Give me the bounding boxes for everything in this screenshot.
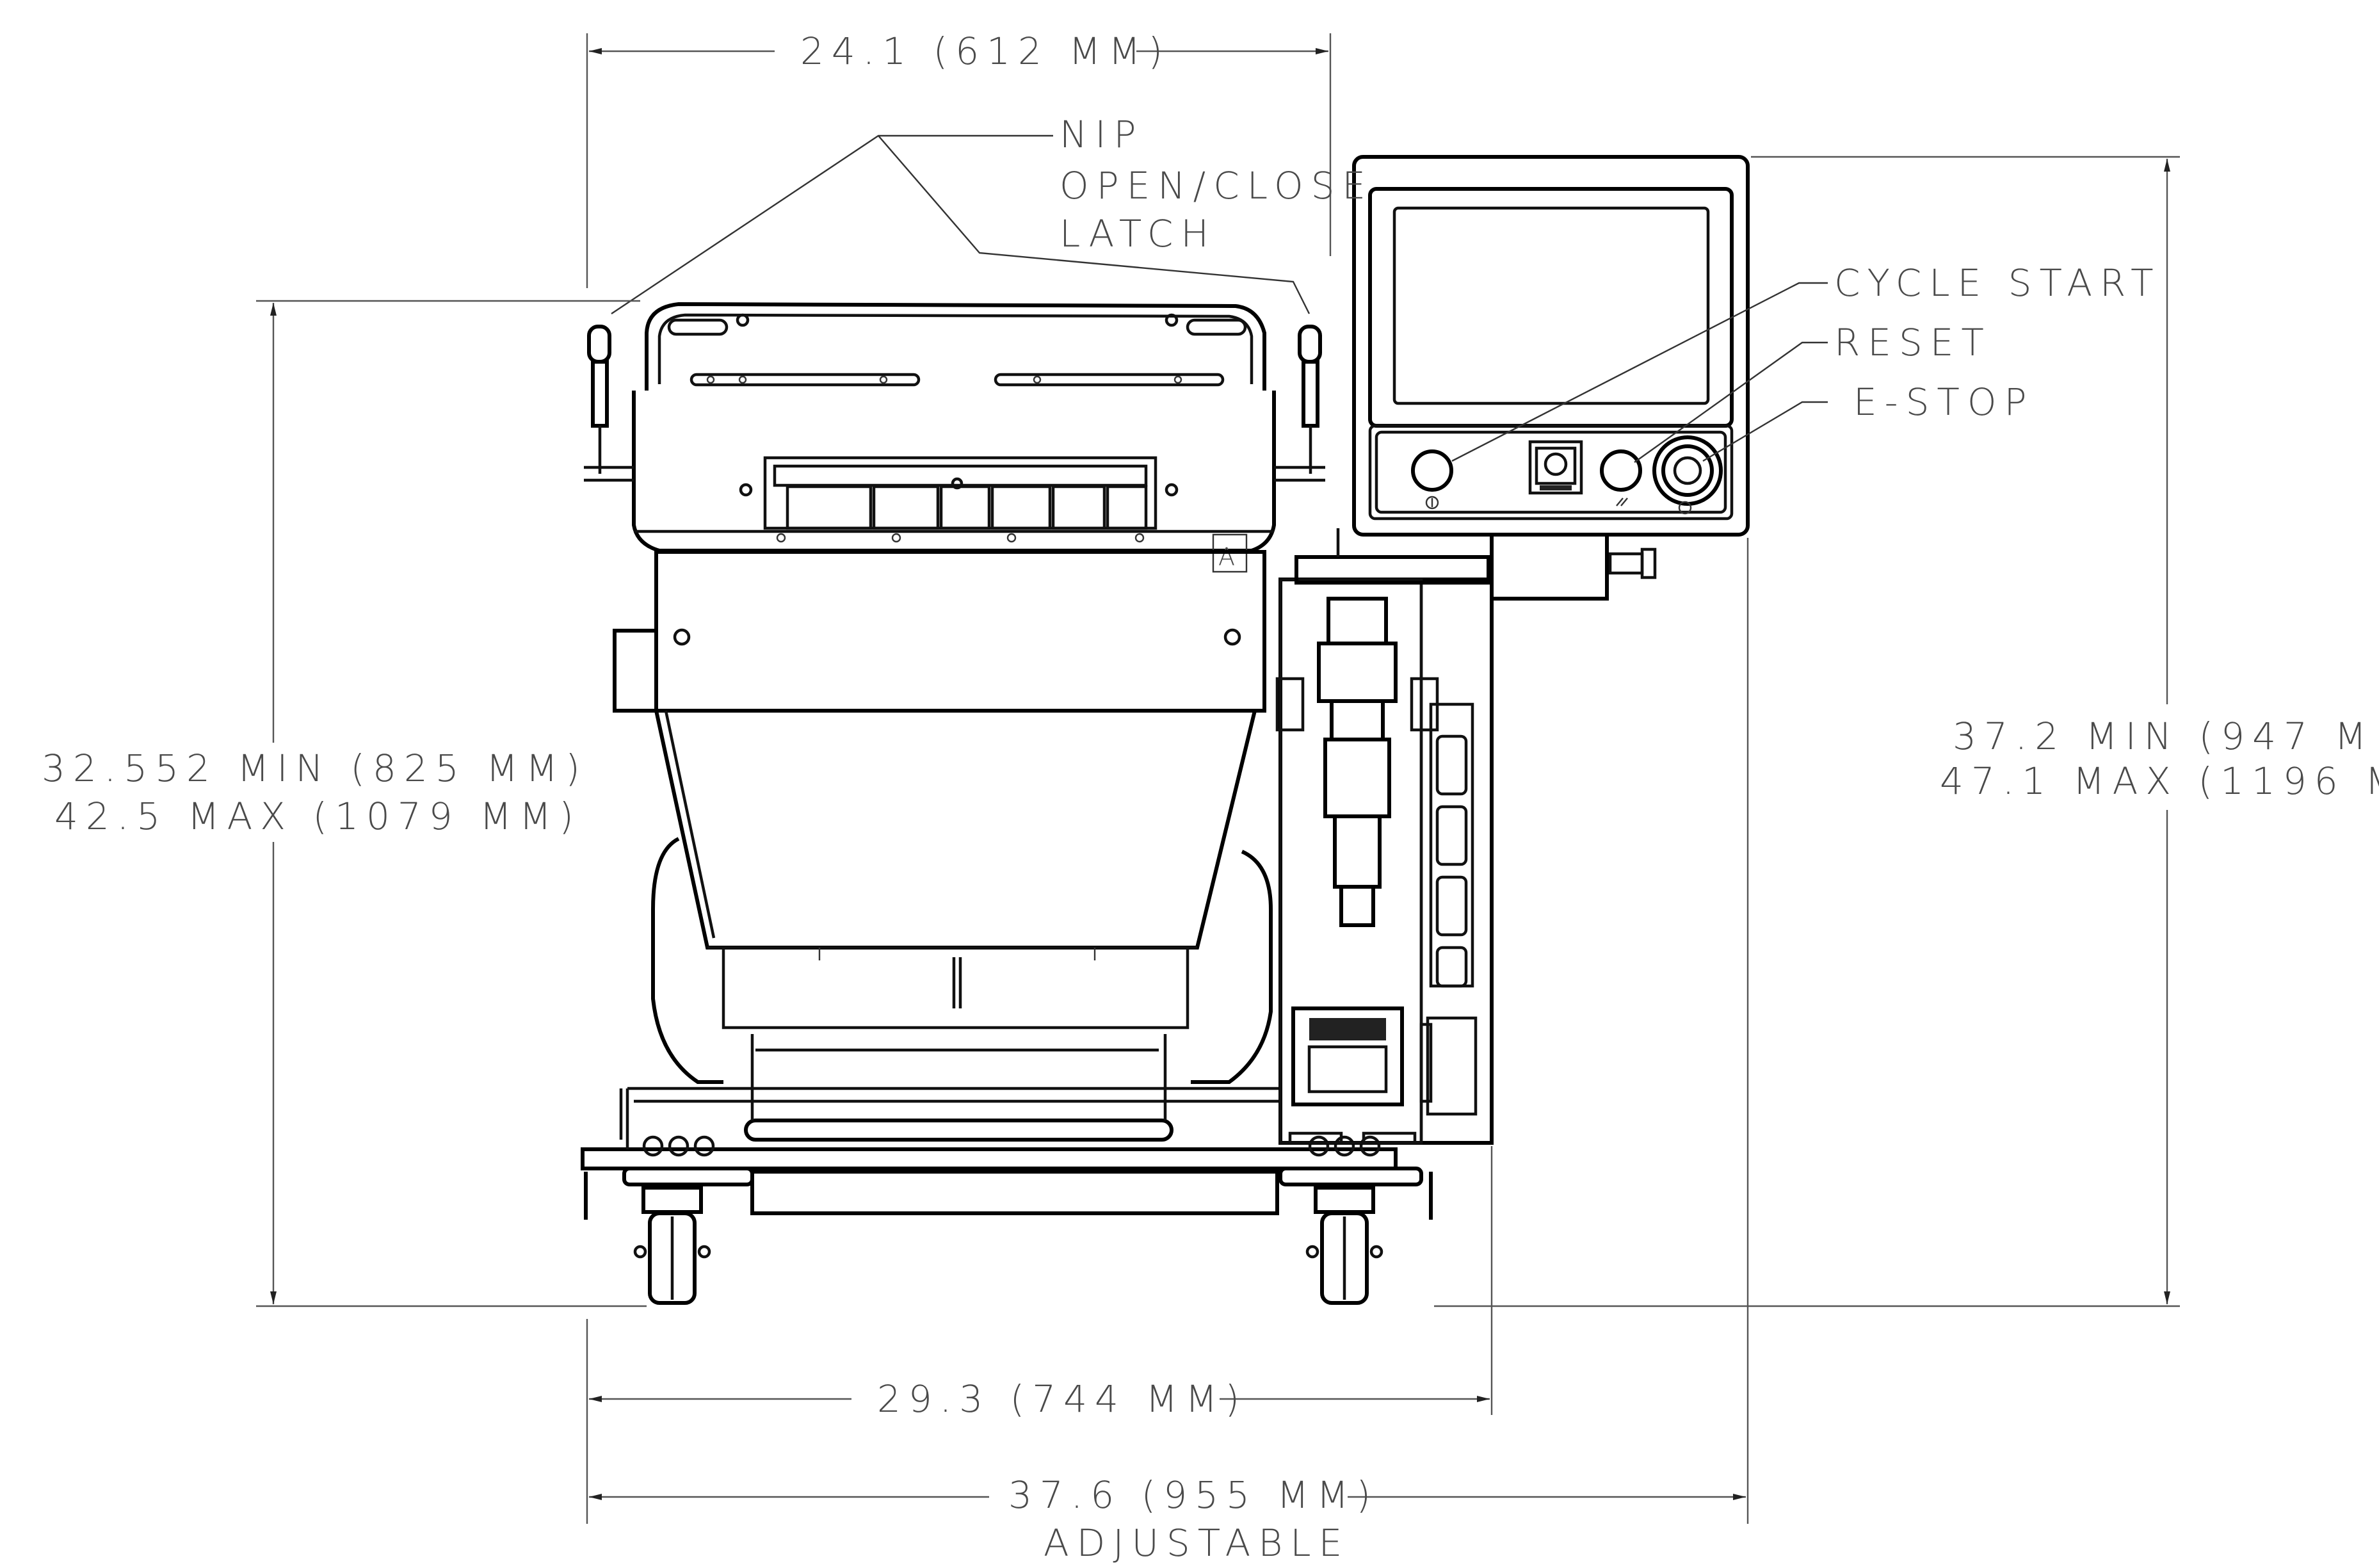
e-stop-button[interactable] [1652,435,1723,515]
machine-outline: A [581,302,1433,1305]
right-height-min: 37.2 MIN (947 MM) [1953,715,2379,758]
nip-latch-left [584,325,634,482]
nip-callout-line3: LATCH [1060,212,1216,255]
nip-latch-right [1274,325,1325,482]
top-width-dimension: 24.1 (612 MM) [800,29,1170,73]
left-height-min: 32.552 MIN (825 MM) [42,747,588,790]
reset-button[interactable] [1600,449,1642,506]
callout-leaders [611,134,1828,463]
e-stop-label: E-STOP [1853,380,2034,424]
base-width-dimension: 29.3 (744 MM) [877,1377,1247,1421]
cycle-start-button[interactable] [1411,449,1453,510]
overall-width-dimension: 37.6 (955 MM) [1008,1473,1378,1517]
mode-selector-icon [1528,440,1583,495]
cycle-start-label: CYCLE START [1834,261,2161,305]
overall-width-note: ADJUSTABLE [1044,1521,1350,1565]
control-cabinet [1275,528,1657,1145]
operator-panel [1352,155,1750,537]
section-marker: A [1218,543,1235,571]
dimension-lines [256,33,2180,1524]
nip-callout-line1: NIP [1060,113,1143,156]
right-height-max: 47.1 MAX (1196 MM) [1940,759,2379,803]
reset-label: RESET [1834,321,1992,364]
left-height-max: 42.5 MAX (1079 MM) [54,795,581,838]
nip-callout-line2: OPEN/CLOSE [1060,164,1373,207]
